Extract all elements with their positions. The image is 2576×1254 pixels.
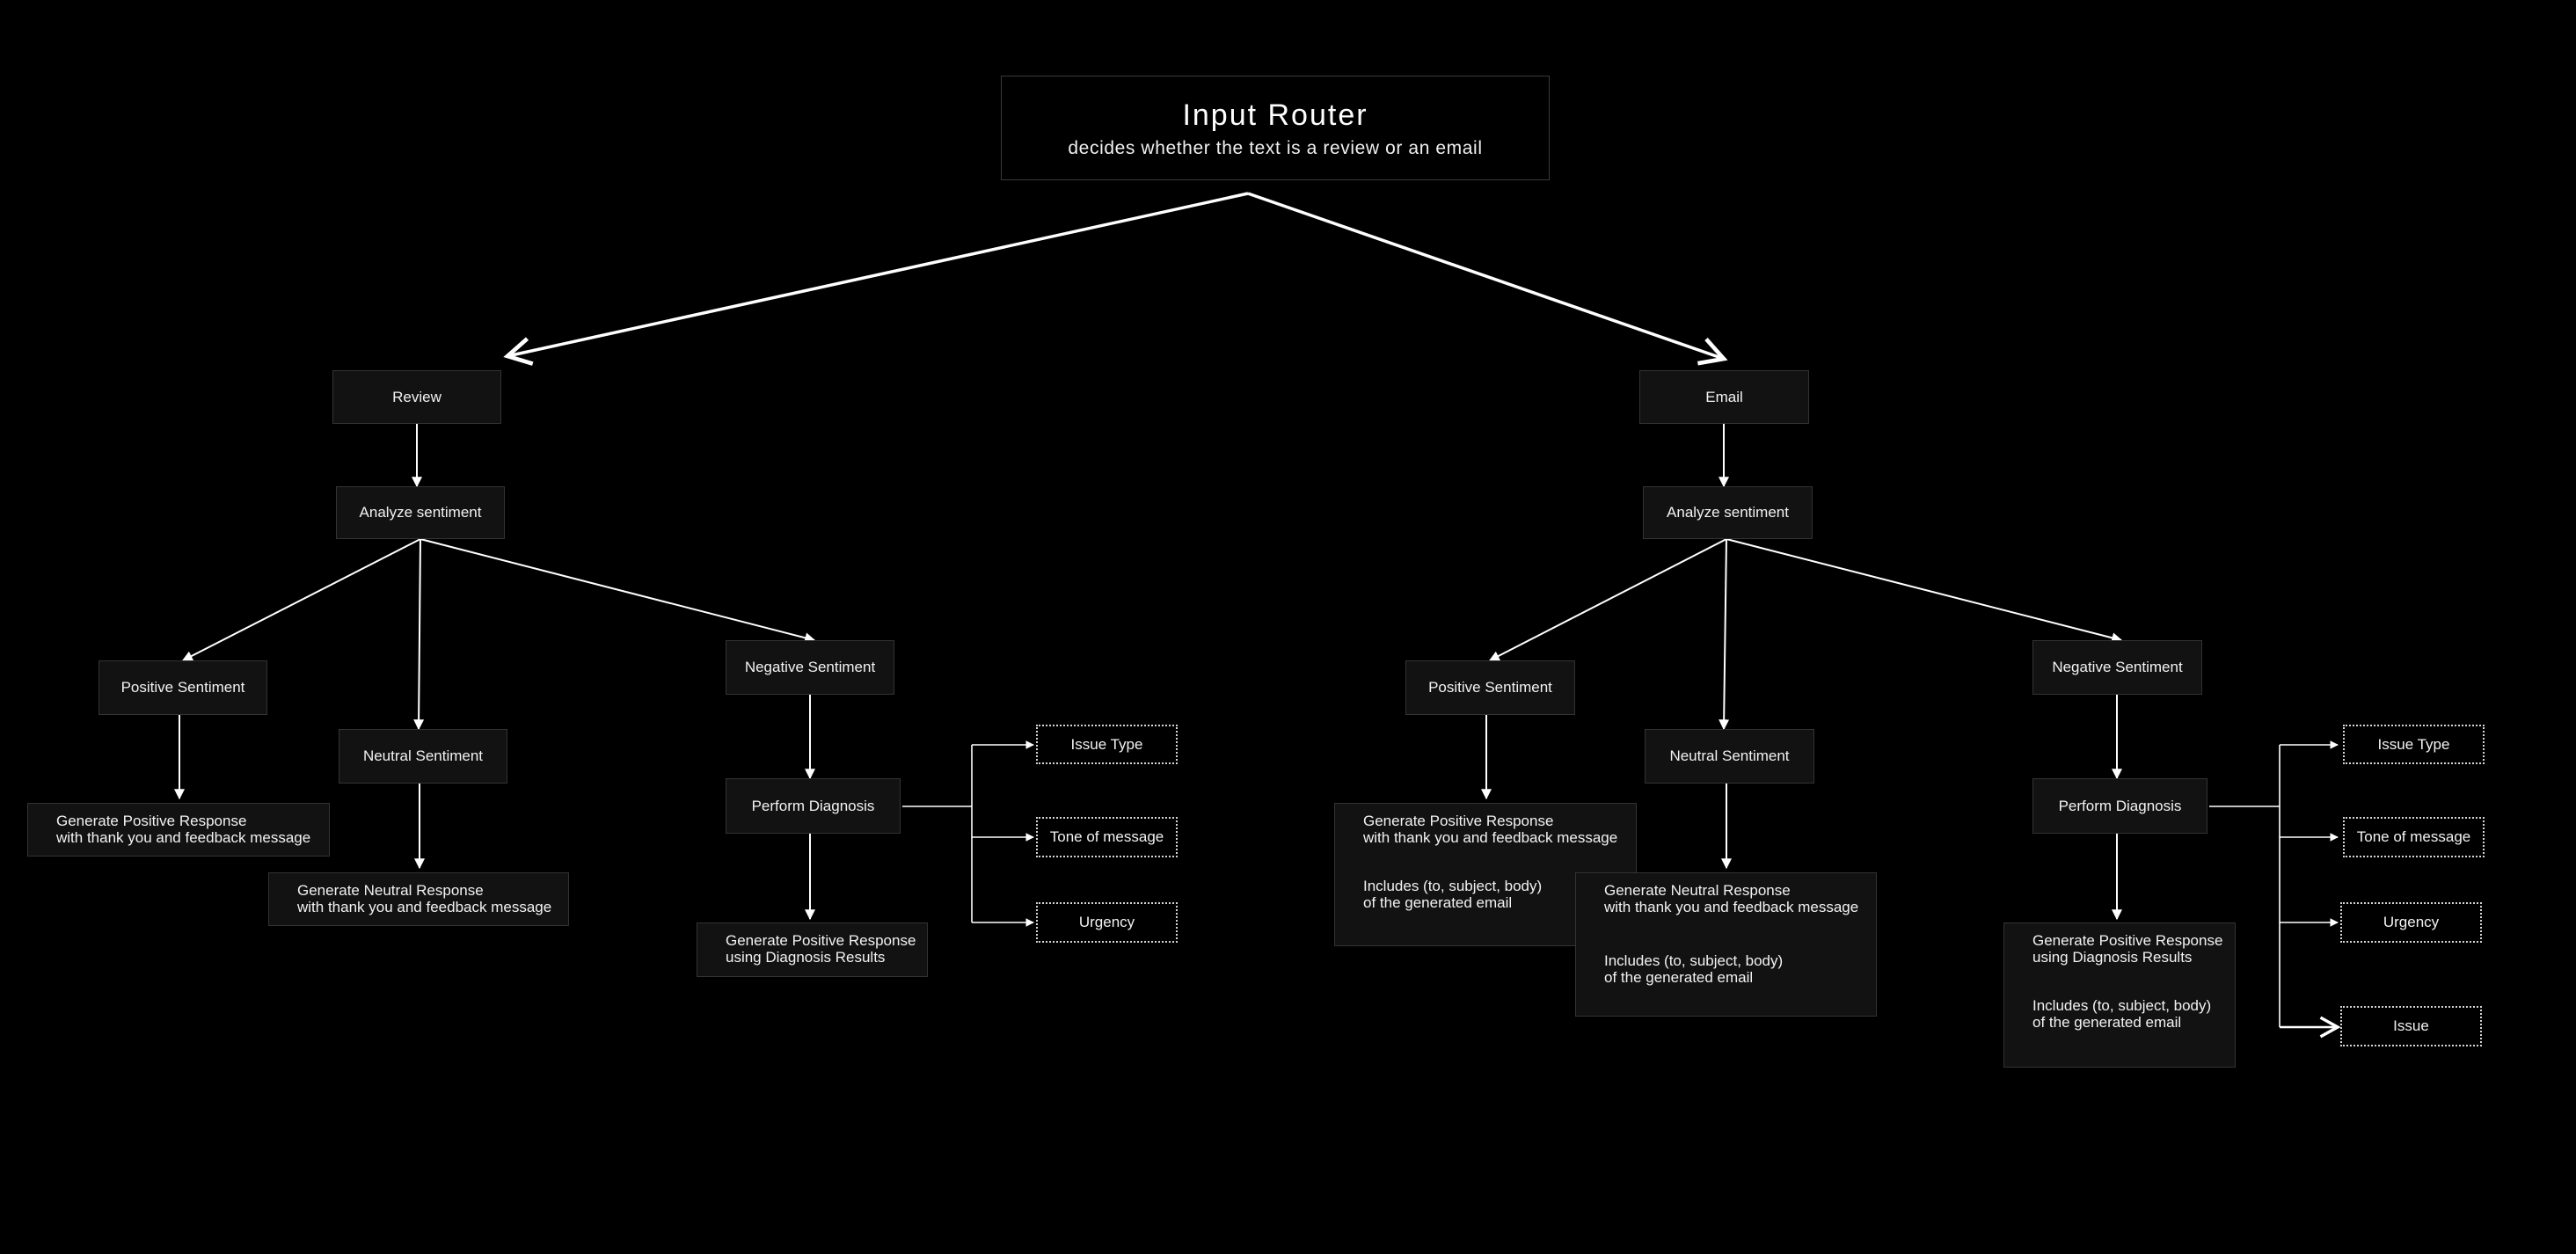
email-positive-response-text: Generate Positive Response with thank yo… xyxy=(1363,813,1618,846)
review-neutral-sentiment-node: Neutral Sentiment xyxy=(339,729,507,784)
connector-analyze-to-positive xyxy=(1488,538,1727,661)
email-neutral-includes-text: Includes (to, subject, body) of the gene… xyxy=(1604,952,1784,986)
email-diagnosis-response-text: Generate Positive Response using Diagnos… xyxy=(2032,932,2223,966)
review-output-tone-of-message: Tone of message xyxy=(1036,817,1178,857)
review-negative-sentiment-node: Negative Sentiment xyxy=(726,640,894,695)
email-diagnosis-response-node: Generate Positive Response using Diagnos… xyxy=(2003,922,2236,1068)
review-output-urgency: Urgency xyxy=(1036,902,1178,943)
input-router-node: Input Router decides whether the text is… xyxy=(1001,76,1550,180)
email-diagnosis-includes-text: Includes (to, subject, body) of the gene… xyxy=(2032,997,2212,1031)
connector-analyze-to-positive xyxy=(181,538,421,661)
review-node: Review xyxy=(332,370,501,424)
connector-analyze-to-neutral xyxy=(1719,538,1730,731)
email-neutral-response-text: Generate Neutral Response with thank you… xyxy=(1604,882,1859,915)
connector-root-to-email xyxy=(1247,192,1728,366)
email-output-tone-of-message: Tone of message xyxy=(2343,817,2485,857)
review-positive-response-node: Generate Positive Response with thank yo… xyxy=(27,803,330,857)
connector-analyze-to-negative xyxy=(1726,538,2123,644)
email-negative-sentiment-node: Negative Sentiment xyxy=(2032,640,2202,695)
email-node: Email xyxy=(1639,370,1809,424)
email-output-issue-type: Issue Type xyxy=(2343,725,2485,764)
email-neutral-response-node: Generate Neutral Response with thank you… xyxy=(1575,872,1877,1017)
email-branch-connectors xyxy=(1481,424,2341,1039)
review-neutral-response-text: Generate Neutral Response with thank you… xyxy=(297,882,552,915)
connector-root-to-review xyxy=(503,192,1249,366)
review-diagnosis-response-text: Generate Positive Response using Diagnos… xyxy=(726,932,916,966)
review-neutral-response-node: Generate Neutral Response with thank you… xyxy=(268,872,569,926)
connector-analyze-to-negative xyxy=(420,538,816,644)
root-branch-connectors xyxy=(503,192,1728,366)
input-router-subtitle: decides whether the text is a review or … xyxy=(1068,137,1483,158)
email-analyze-sentiment-node: Analyze sentiment xyxy=(1643,486,1813,539)
review-perform-diagnosis-node: Perform Diagnosis xyxy=(726,778,901,834)
input-router-title: Input Router xyxy=(1182,98,1368,132)
email-positive-includes-text: Includes (to, subject, body) of the gene… xyxy=(1363,878,1543,911)
review-diagnosis-response-node: Generate Positive Response using Diagnos… xyxy=(697,922,928,977)
review-branch-connectors xyxy=(174,424,1034,927)
email-positive-sentiment-node: Positive Sentiment xyxy=(1405,660,1575,715)
review-output-issue-type: Issue Type xyxy=(1036,725,1178,764)
connector-analyze-to-neutral xyxy=(413,538,425,731)
email-output-issue: Issue xyxy=(2340,1006,2482,1046)
email-perform-diagnosis-node: Perform Diagnosis xyxy=(2032,778,2207,834)
email-output-urgency: Urgency xyxy=(2340,902,2482,943)
email-neutral-sentiment-node: Neutral Sentiment xyxy=(1645,729,1814,784)
review-analyze-sentiment-node: Analyze sentiment xyxy=(336,486,505,539)
email-positive-response-node: Generate Positive Response with thank yo… xyxy=(1334,803,1637,946)
review-positive-sentiment-node: Positive Sentiment xyxy=(99,660,267,715)
review-positive-response-text: Generate Positive Response with thank yo… xyxy=(56,813,311,846)
